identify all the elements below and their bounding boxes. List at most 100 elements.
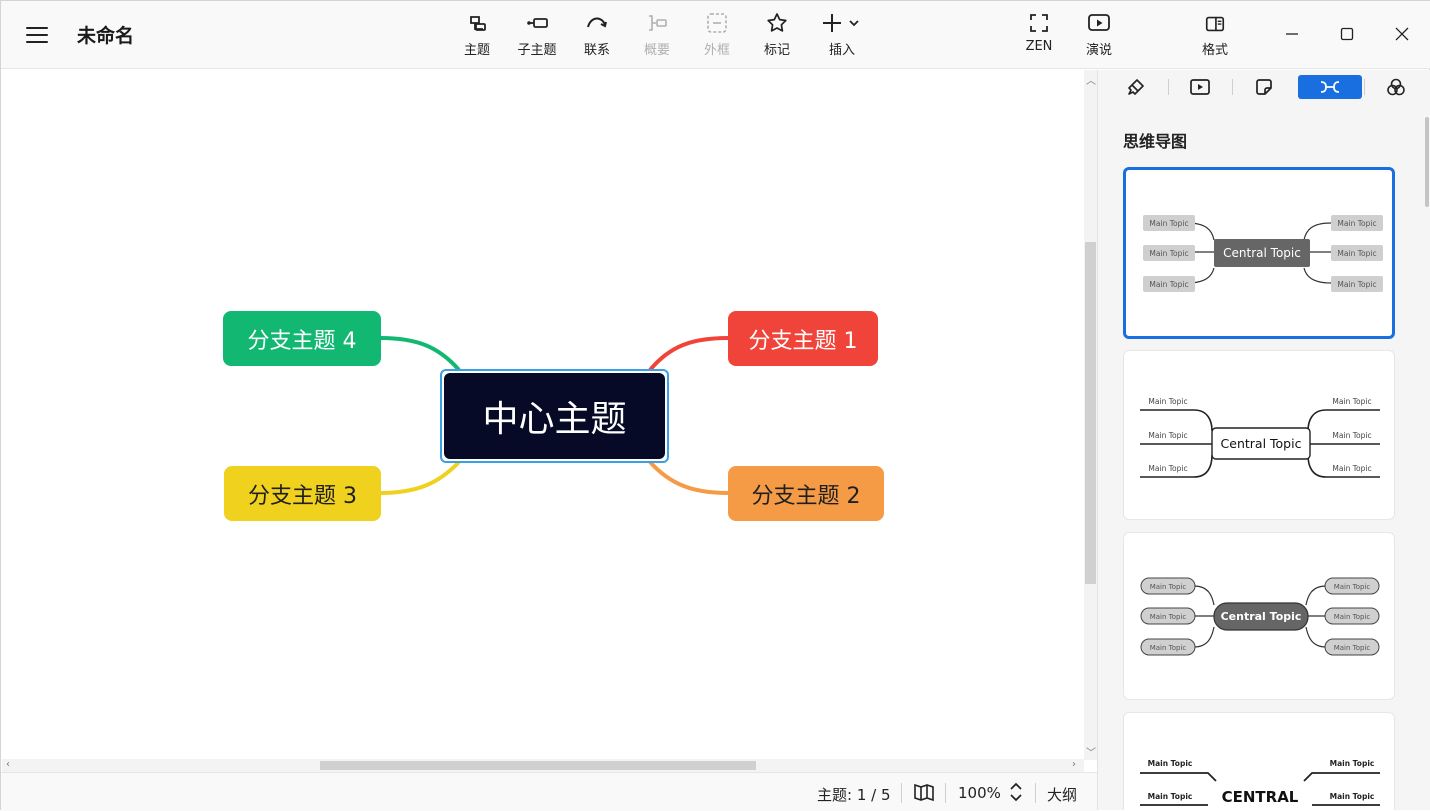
horizontal-scroll-thumb[interactable]	[320, 761, 756, 770]
relationship-button[interactable]: 联系	[581, 11, 613, 61]
svg-text:Main Topic: Main Topic	[1334, 583, 1371, 591]
svg-text:Main Topic: Main Topic	[1332, 431, 1371, 440]
summary-icon	[649, 15, 667, 31]
thumb-topic-label: Main Topic	[1337, 280, 1376, 289]
mindmap-thumbnail: CENTRAL Main Topic Main Topic Main Topic…	[1140, 759, 1380, 806]
relationship-icon	[587, 17, 607, 28]
maximize-icon	[1340, 27, 1354, 41]
maximize-button[interactable]	[1332, 19, 1362, 49]
plus-icon	[823, 14, 859, 32]
connector-lines	[379, 336, 729, 495]
topic-label: 主题	[463, 43, 490, 58]
svg-text:Main Topic: Main Topic	[1148, 431, 1187, 440]
sticker-icon	[1256, 79, 1272, 95]
svg-text:Main Topic: Main Topic	[1148, 464, 1187, 473]
marker-button[interactable]: 标记	[761, 11, 793, 61]
format-active-bg	[1195, 11, 1235, 37]
connector-branch-3	[379, 460, 461, 495]
branch-topic-2[interactable]: 分支主题 2	[728, 466, 884, 521]
tab-theme[interactable]	[1364, 75, 1428, 99]
branch-topic-4[interactable]: 分支主题 4	[223, 311, 381, 366]
svg-text:Main Topic: Main Topic	[1330, 792, 1375, 801]
svg-text:Main Topic: Main Topic	[1148, 792, 1193, 801]
present-label: 演说	[1085, 43, 1112, 58]
scroll-up-arrow-icon[interactable]: ︿	[1086, 76, 1096, 87]
insert-label: 插入	[828, 43, 855, 58]
marker-label: 标记	[763, 43, 790, 58]
tab-style[interactable]	[1104, 75, 1168, 99]
format-panel-icon	[1205, 16, 1225, 32]
subtopic-button[interactable]: 子主题	[515, 11, 559, 61]
tab-structure[interactable]	[1298, 75, 1362, 99]
svg-text:Main Topic: Main Topic	[1332, 397, 1371, 406]
canvas-vertical-scrollbar[interactable]: ︿ ﹀	[1084, 70, 1097, 760]
document-title[interactable]: 未命名	[77, 25, 135, 47]
book-icon	[914, 783, 934, 802]
status-divider	[945, 783, 946, 803]
mindmap-thumbnail: Central Topic Main Topic Main Topic Main…	[1143, 215, 1383, 292]
insert-button[interactable]: 插入	[819, 11, 865, 61]
thumb-topic-label: Main Topic	[1149, 219, 1188, 228]
status-bar: 主题: 1 / 5 100% 大纲	[1, 772, 1097, 811]
structure-option-1[interactable]: Central Topic Main Topic Main Topic Main…	[1123, 167, 1395, 339]
mindmap-thumbnail: Central Topic Main Topic Main Topic Main…	[1140, 397, 1380, 478]
toolbar: 未命名 主题 子主题 联系 概要 外框 标记 插入	[1, 1, 1430, 69]
topic-icon	[470, 16, 486, 31]
topic-count: 主题: 1 / 5	[817, 786, 891, 804]
summary-button[interactable]: 概要	[641, 11, 673, 61]
structure-option-4[interactable]: CENTRAL Main Topic Main Topic Main Topic…	[1123, 712, 1395, 810]
thumb-topic-label: Main Topic	[1337, 249, 1376, 258]
tab-sticker[interactable]	[1232, 75, 1296, 99]
minimize-icon	[1286, 33, 1298, 35]
scroll-left-arrow-icon[interactable]: ‹	[6, 759, 10, 770]
format-button[interactable]: 格式	[1195, 11, 1235, 61]
svg-text:Main Topic: Main Topic	[1332, 464, 1371, 473]
hamburger-menu-icon[interactable]	[23, 23, 51, 47]
connector-branch-1	[648, 336, 729, 372]
scroll-right-arrow-icon[interactable]: ›	[1072, 759, 1076, 770]
map-view-button[interactable]	[913, 782, 935, 806]
subtopic-icon	[527, 18, 548, 28]
boundary-label: 外框	[703, 43, 730, 58]
zoom-stepper[interactable]	[1009, 781, 1023, 807]
thumb-topic-label: Main Topic	[1149, 249, 1188, 258]
play-icon	[1088, 14, 1110, 31]
close-button[interactable]	[1387, 19, 1417, 49]
minimize-button[interactable]	[1277, 19, 1307, 49]
structure-option-3[interactable]: Central Topic Main Topic Main Topic Main…	[1123, 532, 1395, 700]
format-label: 格式	[1201, 43, 1228, 58]
canvas-horizontal-scrollbar[interactable]: ‹ ›	[2, 759, 1084, 772]
summary-label: 概要	[643, 43, 670, 58]
outline-button[interactable]: 大纲	[1047, 786, 1078, 804]
close-icon	[1395, 27, 1409, 41]
tab-slideshow[interactable]	[1168, 75, 1232, 99]
tab-divider	[1232, 79, 1233, 95]
branch-topic-1[interactable]: 分支主题 1	[728, 311, 878, 366]
boundary-icon	[707, 13, 727, 33]
structure-option-2[interactable]: Central Topic Main Topic Main Topic Main…	[1123, 350, 1395, 520]
scroll-down-arrow-icon[interactable]: ﹀	[1086, 748, 1096, 759]
relationship-label: 联系	[583, 43, 610, 58]
boundary-button[interactable]: 外框	[701, 11, 733, 61]
connector-branch-4	[379, 336, 461, 372]
zoom-level[interactable]: 100%	[958, 784, 1001, 802]
zen-button[interactable]: ZEN	[1023, 11, 1055, 61]
branch-topic-3[interactable]: 分支主题 3	[224, 466, 381, 521]
svg-text:Main Topic: Main Topic	[1148, 759, 1193, 768]
svg-text:Main Topic: Main Topic	[1330, 759, 1375, 768]
status-divider	[901, 783, 902, 803]
zen-label: ZEN	[1025, 39, 1053, 54]
panel-tabs	[1098, 70, 1430, 104]
panel-scroll-thumb[interactable]	[1425, 117, 1429, 207]
thumb-central-label: Central Topic	[1221, 610, 1302, 623]
tab-divider	[1168, 79, 1169, 95]
svg-text:Main Topic: Main Topic	[1334, 644, 1371, 652]
present-button[interactable]: 演说	[1083, 11, 1115, 61]
topic-button[interactable]: 主题	[461, 11, 493, 61]
svg-text:Main Topic: Main Topic	[1150, 613, 1187, 621]
central-topic[interactable]: 中心主题	[444, 373, 665, 459]
theme-icon	[1387, 78, 1405, 96]
subtopic-label: 子主题	[517, 43, 557, 58]
vertical-scroll-thumb[interactable]	[1085, 242, 1096, 584]
